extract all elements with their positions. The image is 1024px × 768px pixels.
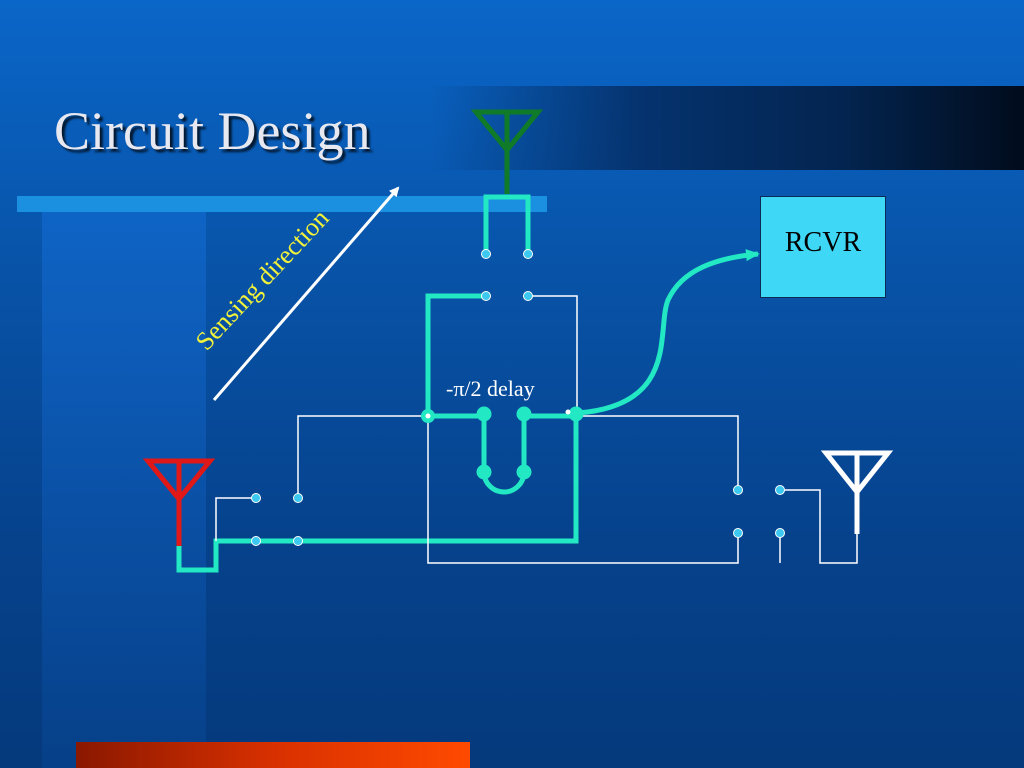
delay-line-nodes <box>421 406 584 480</box>
switch-nodes <box>251 249 785 546</box>
receiver-label: RCVR <box>784 227 862 258</box>
top-antenna-icon <box>470 109 544 194</box>
title-band <box>430 86 1024 170</box>
receiver-box: RCVR <box>760 196 886 298</box>
junction-dots <box>425 409 571 419</box>
thin-wiring <box>215 295 858 564</box>
sensing-direction-arrow <box>212 186 400 401</box>
delay-label: -π/2 delay <box>446 376 535 401</box>
slide-title: Circuit Design <box>54 101 371 161</box>
bottom-accent-bar <box>76 742 470 768</box>
title-underline-bar <box>17 196 547 212</box>
right-antenna-icon <box>820 450 894 534</box>
signal-traces <box>176 194 760 573</box>
left-antenna-icon <box>142 458 216 546</box>
